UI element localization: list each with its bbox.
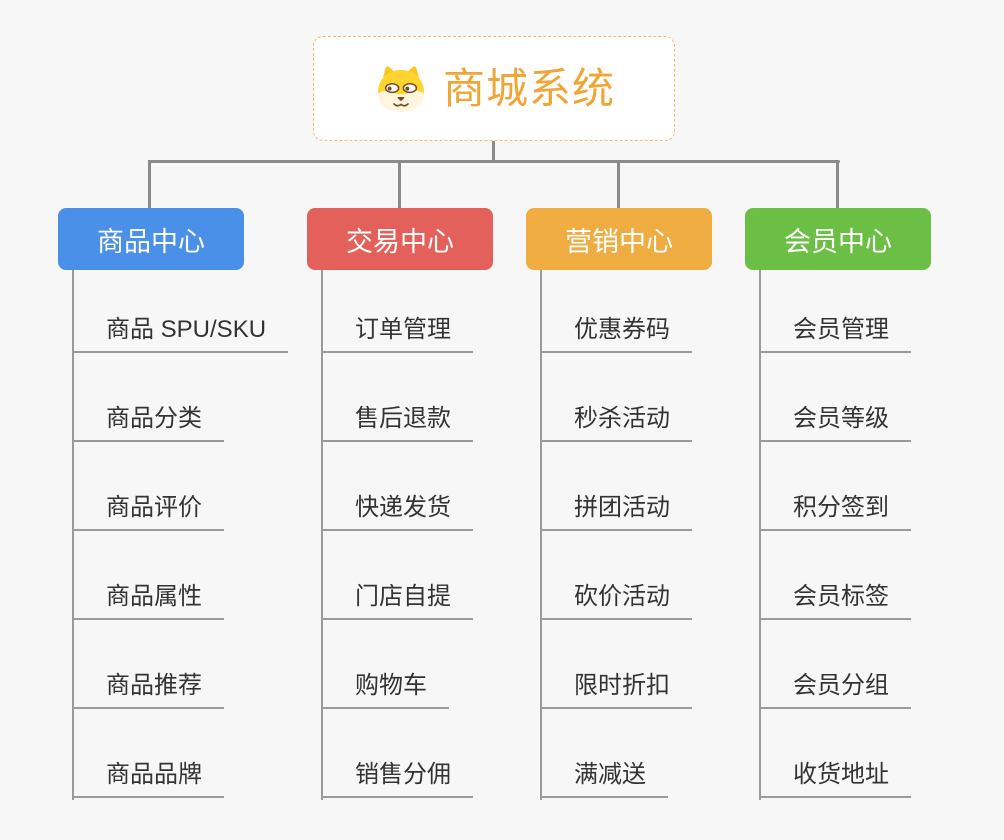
leaf-node[interactable]: 积分签到 [759, 493, 911, 531]
dog-face-icon [378, 65, 424, 112]
leaf-node[interactable]: 拼团活动 [540, 493, 692, 531]
connector-trunk [149, 160, 840, 163]
root-node[interactable]: 商城系统 [313, 36, 675, 141]
branch-header-marketing-center[interactable]: 营销中心 [526, 208, 712, 270]
leaf-node[interactable]: 优惠券码 [540, 315, 692, 353]
connector-root-drop [492, 140, 495, 163]
leaf-node[interactable]: 商品分类 [72, 404, 224, 442]
leaf-node[interactable]: 售后退款 [321, 404, 473, 442]
connector-drop-branch-4 [836, 160, 839, 209]
leaf-node[interactable]: 商品推荐 [72, 671, 224, 709]
connector-drop-branch-2 [398, 160, 401, 209]
leaf-node[interactable]: 订单管理 [321, 315, 473, 353]
leaf-node[interactable]: 商品属性 [72, 582, 224, 620]
leaf-node[interactable]: 商品 SPU/SKU [72, 315, 289, 353]
connector-drop-branch-3 [617, 160, 620, 209]
leaf-node[interactable]: 会员管理 [759, 315, 911, 353]
branch-spine [759, 270, 761, 800]
branch-spine [72, 270, 74, 800]
leaf-node[interactable]: 限时折扣 [540, 671, 692, 709]
branch-header-member-center[interactable]: 会员中心 [745, 208, 931, 270]
branch-spine [321, 270, 323, 800]
branch-header-product-center[interactable]: 商品中心 [58, 208, 244, 270]
connector-drop-branch-1 [148, 160, 151, 209]
leaf-node[interactable]: 会员标签 [759, 582, 911, 620]
leaf-node[interactable]: 秒杀活动 [540, 404, 692, 442]
leaf-node[interactable]: 会员等级 [759, 404, 911, 442]
leaf-node[interactable]: 收货地址 [759, 760, 911, 798]
branch-header-trade-center[interactable]: 交易中心 [307, 208, 493, 270]
leaf-node[interactable]: 销售分佣 [321, 760, 473, 798]
leaf-node[interactable]: 门店自提 [321, 582, 473, 620]
leaf-node[interactable]: 购物车 [321, 671, 449, 709]
leaf-node[interactable]: 满减送 [540, 760, 668, 798]
leaf-node[interactable]: 商品评价 [72, 493, 224, 531]
leaf-node[interactable]: 会员分组 [759, 671, 911, 709]
leaf-node[interactable]: 砍价活动 [540, 582, 692, 620]
leaf-node[interactable]: 快递发货 [321, 493, 473, 531]
root-title: 商城系统 [442, 64, 615, 112]
branch-spine [540, 270, 542, 800]
leaf-node[interactable]: 商品品牌 [72, 760, 224, 798]
